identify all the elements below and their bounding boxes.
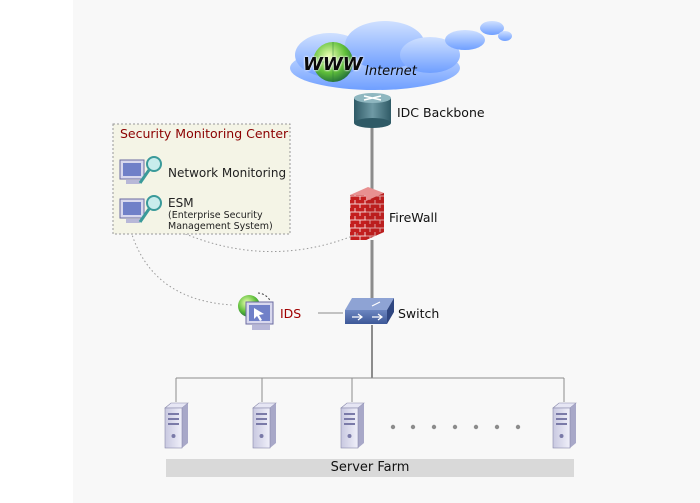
server-farm-bar <box>166 459 574 477</box>
esm-sub-line2: Management System) <box>168 221 273 232</box>
switch-icon <box>345 298 394 324</box>
ids-icon <box>238 292 274 330</box>
idc-backbone-label: IDC Backbone <box>397 105 485 120</box>
server-icon <box>252 402 277 449</box>
server-icon <box>164 402 189 449</box>
servers <box>164 402 577 449</box>
globe-icon <box>313 42 353 82</box>
firewall-label: FireWall <box>389 210 438 225</box>
server-icon <box>552 402 577 449</box>
internet-label: Internet <box>365 64 417 79</box>
link-esm-firewall <box>159 221 361 253</box>
link-esm-ids <box>129 227 233 306</box>
esm-label: ESM <box>168 196 194 210</box>
security-center-title: Security Monitoring Center <box>120 126 289 141</box>
router-icon <box>354 93 391 128</box>
server-icon <box>340 402 365 449</box>
www-label: WWW <box>303 54 363 75</box>
firewall-icon <box>350 187 384 240</box>
network-monitoring-label: Network Monitoring <box>168 166 287 180</box>
network-monitoring-icon <box>119 156 162 184</box>
ids-label: IDS <box>280 306 302 321</box>
more-servers-dots <box>390 424 521 430</box>
esm-sub-line1: (Enterprise Security <box>168 210 263 221</box>
server-farm-tree <box>175 377 565 402</box>
esm-icon <box>119 195 162 223</box>
switch-label: Switch <box>398 306 440 321</box>
server-farm-label: Server Farm <box>330 460 410 475</box>
